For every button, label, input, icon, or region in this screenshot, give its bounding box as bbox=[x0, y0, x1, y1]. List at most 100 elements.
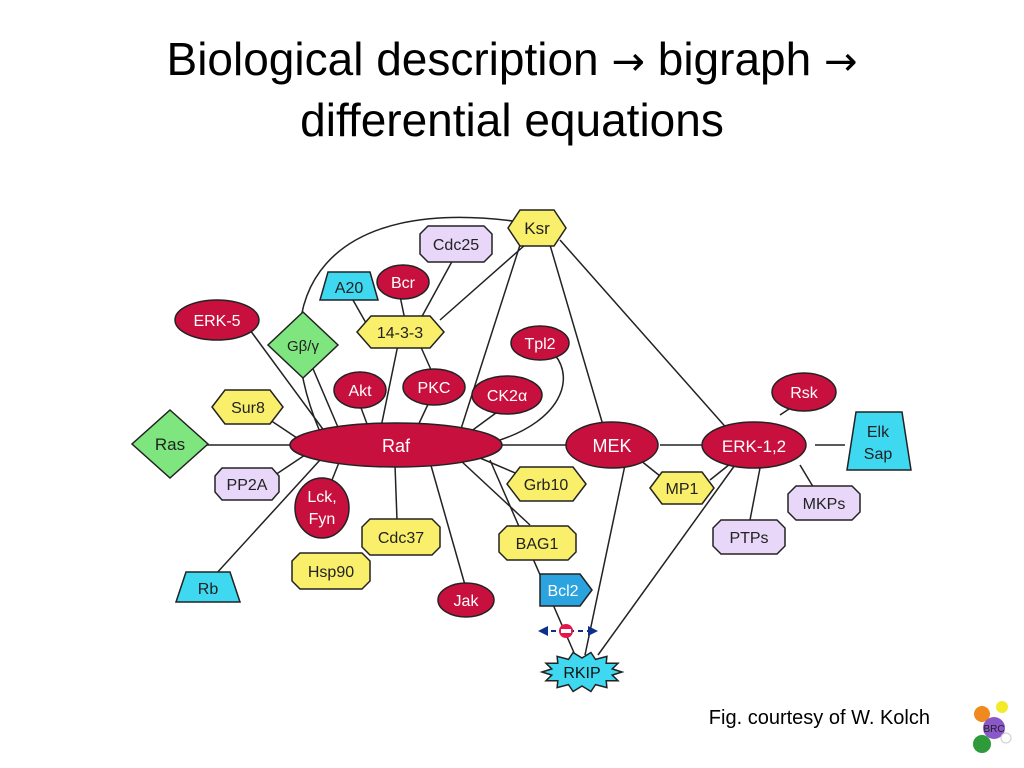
edge-raf-bag1 bbox=[459, 459, 531, 526]
edge-erk5-raf bbox=[249, 329, 326, 433]
node-label: PTPs bbox=[729, 530, 768, 547]
node-label: Jak bbox=[454, 593, 480, 610]
node-rsk: Rsk bbox=[771, 372, 837, 412]
logo-yellow-dot bbox=[996, 701, 1008, 713]
edge-ksr-raf bbox=[459, 244, 521, 433]
node-ptps: PTPs bbox=[712, 519, 786, 555]
node-bcr: Bcr bbox=[376, 264, 430, 300]
node-rb: Rb bbox=[174, 571, 242, 603]
node-cdc37: Cdc37 bbox=[361, 518, 441, 556]
node-label: Bcl2 bbox=[547, 583, 578, 600]
node-label: Akt bbox=[348, 383, 372, 400]
logo-green-dot bbox=[973, 735, 991, 753]
edge-raf-grb10 bbox=[479, 457, 521, 476]
node-label: ERK-5 bbox=[193, 313, 240, 330]
title-part-bigraph: bigraph bbox=[657, 33, 812, 85]
node-ksr: Ksr bbox=[507, 209, 567, 247]
node-lck-fyn: Lck, Fyn bbox=[294, 477, 350, 539]
node-akt: Akt bbox=[333, 371, 387, 409]
node-label: Sur8 bbox=[231, 400, 265, 417]
node-raf: Raf bbox=[289, 422, 503, 468]
node-label: Gβ/γ bbox=[287, 338, 319, 355]
edge-1433-pkc bbox=[419, 344, 433, 373]
network-edges bbox=[200, 216, 845, 656]
node-a20: A20 bbox=[319, 271, 379, 301]
inhibition-bar bbox=[561, 629, 571, 633]
arrow-right-head-icon bbox=[588, 626, 598, 636]
node-label-line-2: Sap bbox=[864, 446, 893, 463]
node-label: Bcr bbox=[391, 275, 416, 292]
node-ck2-alpha: CK2α bbox=[471, 375, 543, 415]
edge-rb-raf bbox=[214, 459, 321, 576]
edge-ksr-1433 bbox=[439, 244, 526, 321]
node-hsp90: Hsp90 bbox=[291, 552, 371, 590]
figure-caption: Fig. courtesy of W. Kolch bbox=[708, 707, 930, 729]
node-mek: MEK bbox=[565, 421, 659, 469]
node-pp2a: PP2A bbox=[214, 467, 280, 501]
node-mkps: MKPs bbox=[787, 485, 861, 521]
right-arrow-icon: → bbox=[823, 39, 858, 85]
node-label: ERK-1,2 bbox=[722, 437, 786, 456]
node-label: 14-3-3 bbox=[377, 325, 423, 342]
node-elk-sap: Elk Sap bbox=[846, 411, 912, 471]
node-label: RKIP bbox=[563, 665, 600, 682]
inhibition-arrow bbox=[538, 624, 598, 638]
node-mp1: MP1 bbox=[649, 471, 715, 505]
node-14-3-3: 14-3-3 bbox=[356, 315, 445, 349]
title-part-differential-equations: differential equations bbox=[300, 94, 724, 146]
logo-orange-dot bbox=[974, 706, 990, 722]
node-label: Ras bbox=[155, 435, 185, 454]
node-label: MP1 bbox=[666, 481, 699, 498]
edge-mek-rkip bbox=[584, 464, 626, 656]
node-label: Rsk bbox=[790, 385, 819, 402]
arrow-left-head-icon bbox=[538, 626, 548, 636]
node-cdc25: Cdc25 bbox=[419, 225, 493, 263]
node-label: Cdc25 bbox=[433, 237, 479, 254]
node-bag1: BAG1 bbox=[498, 525, 577, 561]
edge-cdc25-1433 bbox=[419, 255, 456, 321]
node-label: BAG1 bbox=[516, 536, 559, 553]
slide-title: Biological description → bigraph → diffe… bbox=[0, 30, 1024, 149]
node-label-line-1: Elk bbox=[867, 424, 890, 441]
edge-raf-jak bbox=[429, 461, 466, 586]
node-label: A20 bbox=[335, 280, 364, 297]
node-label: PP2A bbox=[227, 477, 268, 494]
node-label: Ksr bbox=[524, 219, 550, 238]
node-label: Raf bbox=[382, 436, 411, 456]
starburst-icon bbox=[539, 651, 625, 693]
node-tpl2: Tpl2 bbox=[510, 325, 570, 361]
node-label: CK2α bbox=[487, 388, 527, 405]
logo-white-dot bbox=[1000, 732, 1012, 744]
title-part-biological-description: Biological description bbox=[166, 33, 599, 85]
edge-ksr-erk bbox=[559, 239, 731, 433]
edge-ksr-mek bbox=[549, 244, 606, 433]
edge-1433-raf bbox=[379, 334, 401, 433]
node-bcl2: Bcl2 bbox=[539, 573, 593, 607]
node-jak: Jak bbox=[437, 582, 495, 618]
node-label: Grb10 bbox=[524, 477, 569, 494]
edge-erk-rkip bbox=[597, 464, 736, 656]
edge-sur8-raf bbox=[269, 419, 301, 441]
node-label: Tpl2 bbox=[524, 336, 555, 353]
node-erk-1-2: ERK-1,2 bbox=[701, 421, 807, 469]
node-label: MEK bbox=[592, 436, 631, 456]
edge-pp2a-raf bbox=[274, 454, 306, 476]
node-label: Rb bbox=[198, 581, 219, 598]
edge-erk-ptps bbox=[749, 467, 761, 521]
node-grb10: Grb10 bbox=[506, 466, 587, 502]
node-ras: Ras bbox=[130, 408, 210, 480]
node-g-beta-gamma: Gβ/γ bbox=[266, 310, 340, 380]
node-label: PKC bbox=[418, 380, 451, 397]
edge-tpl2-raf bbox=[499, 354, 565, 441]
right-arrow-icon: → bbox=[611, 39, 645, 85]
brc-logo: BRC bbox=[973, 701, 1012, 753]
node-rkip: RKIP bbox=[539, 651, 625, 693]
node-erk-5: ERK-5 bbox=[174, 299, 260, 341]
node-label: Hsp90 bbox=[308, 564, 354, 581]
node-label: MKPs bbox=[803, 496, 846, 513]
edge-raf-cdc37 bbox=[394, 464, 398, 521]
logo-purple-dot bbox=[983, 717, 1005, 739]
logo-text: BRC bbox=[983, 724, 1004, 735]
node-pkc: PKC bbox=[402, 368, 466, 406]
